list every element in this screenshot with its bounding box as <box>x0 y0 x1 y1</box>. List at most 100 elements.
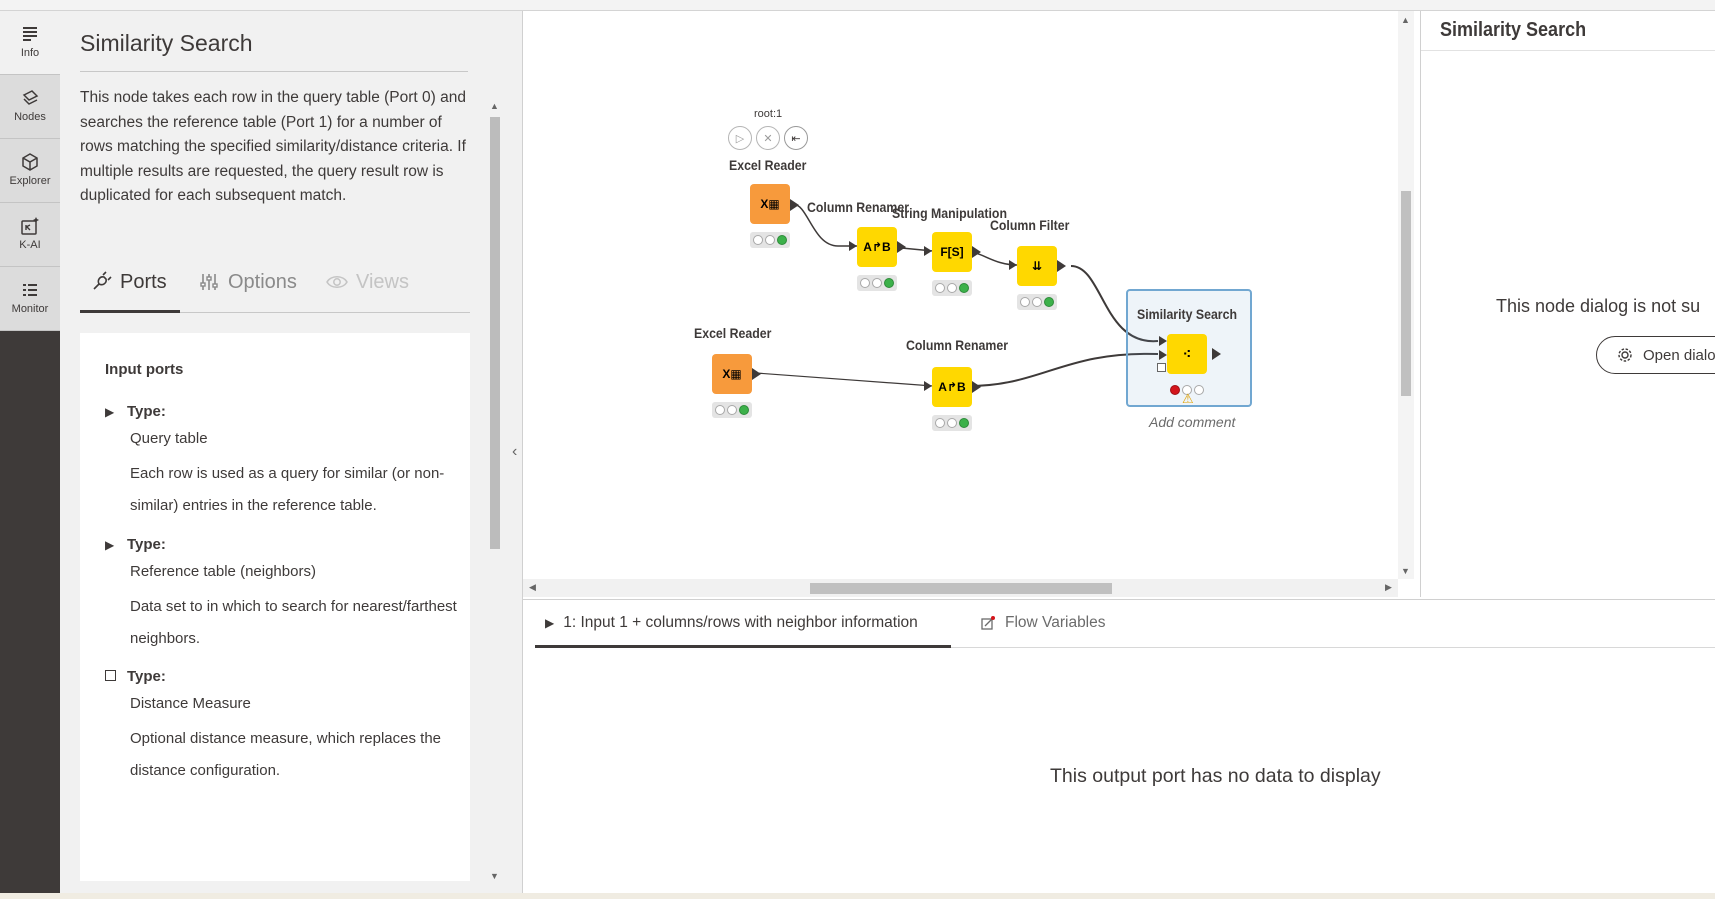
rail-label-explorer: Explorer <box>9 175 51 187</box>
side-rail: Info Nodes Explorer K-AI Monitor <box>0 11 60 899</box>
rail-item-nodes[interactable]: Nodes <box>0 75 60 139</box>
scroll-down-icon[interactable]: ▼ <box>490 871 499 881</box>
workflow-canvas[interactable]: root:1 ▷ ✕ ⇤ Excel Reader X▦ Column Rena… <box>523 11 1405 597</box>
port-name: Query table <box>130 430 208 447</box>
ports-icon <box>93 271 112 290</box>
input-port[interactable] <box>1159 336 1167 346</box>
root-label: root:1 <box>754 108 783 120</box>
expand-triangle-icon: ▶ <box>105 404 115 419</box>
expand-triangle-icon: ▶ <box>545 616 555 630</box>
k-ai-icon <box>21 217 39 235</box>
column-renamer-node[interactable]: A↱B <box>932 367 972 407</box>
excel-reader-node[interactable]: X▦ <box>712 354 752 394</box>
column-filter-node[interactable]: ⇊ <box>1017 246 1057 286</box>
description-title: Similarity Search <box>80 30 253 56</box>
port-item: Type: Distance Measure Optional distance… <box>105 668 465 787</box>
tab-options[interactable]: Options <box>198 267 297 297</box>
reset-icon[interactable]: ⇤ <box>784 126 808 150</box>
input-port[interactable] <box>1159 350 1167 360</box>
input-port[interactable] <box>849 241 857 251</box>
output-port[interactable] <box>972 246 981 258</box>
tab-underline <box>535 645 951 648</box>
dialog-header: Similarity Search <box>1421 11 1715 51</box>
port-name: Distance Measure <box>130 695 251 712</box>
tab-output-port-label: 1: Input 1 + columns/rows with neighbor … <box>563 614 918 631</box>
scroll-up-icon[interactable]: ▲ <box>1401 15 1410 25</box>
gear-icon <box>1618 348 1632 362</box>
optional-port-icon <box>105 669 117 684</box>
rail-label-monitor: Monitor <box>11 303 49 315</box>
description-divider <box>80 71 468 72</box>
excel-reader-node[interactable]: X▦ <box>750 184 790 224</box>
description-scrollbar[interactable]: ▲ ▼ <box>488 101 502 881</box>
execute-icon[interactable]: ▷ <box>728 126 752 150</box>
canvas-horizontal-scrollbar[interactable]: ◀ ▶ <box>523 579 1398 597</box>
tab-underline <box>80 310 180 313</box>
port-type-label: Type: <box>127 403 166 420</box>
output-port[interactable] <box>1057 260 1066 272</box>
tab-output-port[interactable]: ▶ 1: Input 1 + columns/rows with neighbo… <box>545 614 918 632</box>
collapse-panel-icon[interactable]: ‹ <box>512 443 518 460</box>
port-type-toggle[interactable]: Type: <box>105 668 465 685</box>
rail-label-nodes: Nodes <box>14 111 46 123</box>
monitor-icon <box>23 284 37 296</box>
node-status <box>857 275 897 291</box>
rail-item-k-ai[interactable]: K-AI <box>0 203 60 267</box>
output-port[interactable] <box>1212 348 1221 360</box>
description-text: This node takes each row in the query ta… <box>80 89 466 204</box>
port-type-toggle[interactable]: ▶ Type: <box>105 403 465 420</box>
input-port[interactable] <box>1009 260 1017 270</box>
scroll-up-icon[interactable]: ▲ <box>490 101 499 111</box>
filter-icon: ⇊ <box>1031 259 1043 273</box>
canvas-vertical-scrollbar[interactable]: ▲ ▼ <box>1398 11 1414 579</box>
tab-views[interactable]: Views <box>326 267 409 297</box>
scroll-down-icon[interactable]: ▼ <box>1401 566 1410 576</box>
input-port[interactable] <box>924 381 932 391</box>
node-status <box>750 232 790 248</box>
output-port[interactable] <box>790 199 799 211</box>
add-comment-label[interactable]: Add comment <box>1149 414 1236 430</box>
port-description: Optional distance measure, which replace… <box>130 730 442 779</box>
input-port[interactable] <box>924 246 932 256</box>
node-label: Column Filter <box>990 217 1070 233</box>
cancel-icon[interactable]: ✕ <box>756 126 780 150</box>
node-label: Similarity Search <box>1137 306 1237 322</box>
bottom-strip <box>0 893 1715 899</box>
output-port[interactable] <box>752 368 761 380</box>
dialog-title: Similarity Search <box>1440 19 1587 41</box>
tab-ports[interactable]: Ports <box>90 267 167 297</box>
port-type-toggle[interactable]: ▶ Type: <box>105 536 465 553</box>
optional-input-port[interactable] <box>1157 363 1166 372</box>
tab-flow-variables[interactable]: Flow Variables <box>980 614 1106 632</box>
node-status <box>932 415 972 431</box>
tab-flow-variables-label: Flow Variables <box>1005 614 1106 631</box>
node-label: Column Renamer <box>807 199 910 215</box>
rail-item-explorer[interactable]: Explorer <box>0 139 60 203</box>
port-item: ▶Type: Reference table (neighbors) Data … <box>105 536 465 655</box>
scroll-left-icon[interactable]: ◀ <box>529 582 536 592</box>
scrollbar-thumb[interactable] <box>810 583 1112 594</box>
node-label: String Manipulation <box>892 205 1007 221</box>
open-dialog-button[interactable]: Open dialo <box>1596 336 1715 374</box>
port-item: ▶ Type: Query table Each row is used as a… <box>105 403 465 522</box>
function-icon: F[S] <box>940 245 964 259</box>
scrollbar-thumb[interactable] <box>1401 191 1411 396</box>
port-type-label: Type: <box>127 536 166 553</box>
dialog-message: This node dialog is not su <box>1496 296 1701 316</box>
column-renamer-node[interactable]: A↱B <box>857 227 897 267</box>
node-label: Excel Reader <box>729 157 807 173</box>
node-status <box>1167 382 1207 398</box>
rail-item-monitor[interactable]: Monitor <box>0 267 60 331</box>
string-manipulation-node[interactable]: F[S] <box>932 232 972 272</box>
port-description: Each row is used as a query for similar … <box>130 465 445 514</box>
scrollbar-thumb[interactable] <box>490 117 500 549</box>
scroll-right-icon[interactable]: ▶ <box>1385 582 1392 592</box>
output-port[interactable] <box>972 381 981 393</box>
output-tabs: ▶ 1: Input 1 + columns/rows with neighbo… <box>535 600 1715 648</box>
similarity-search-node[interactable]: ⁖ <box>1167 334 1207 374</box>
expand-triangle-icon: ▶ <box>105 537 115 552</box>
output-port[interactable] <box>897 241 906 253</box>
rail-label-info: Info <box>20 47 40 59</box>
input-ports-heading: Input ports <box>105 361 184 378</box>
rail-item-info[interactable]: Info <box>0 11 60 75</box>
